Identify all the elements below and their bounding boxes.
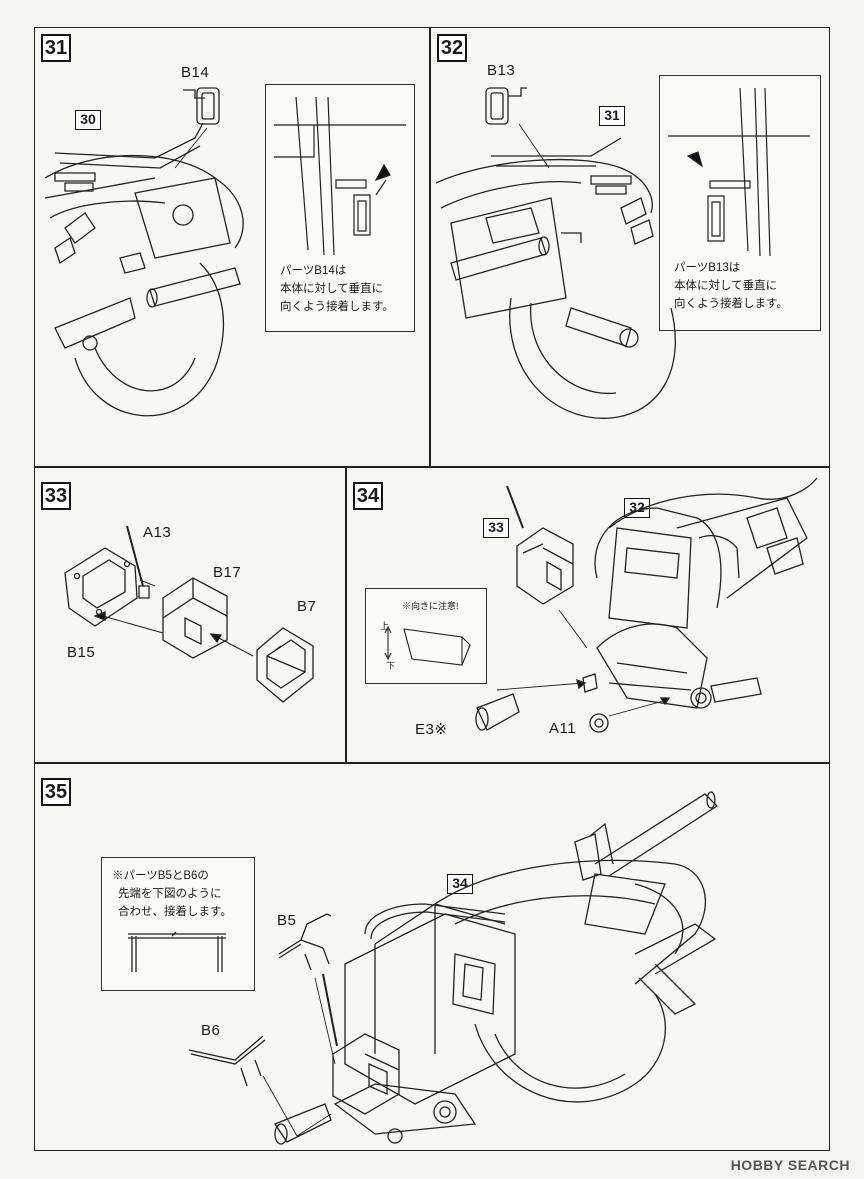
part-label-b17: B17 bbox=[213, 564, 242, 581]
motorcycle-rear-assembly-illustration bbox=[347, 468, 831, 764]
note-line-3: 向くよう接着します。 bbox=[674, 298, 788, 310]
step-31-panel: 31 30 B14 bbox=[34, 27, 430, 467]
motorcycle-full-assembly-illustration bbox=[35, 764, 831, 1152]
part-label-b14: B14 bbox=[181, 64, 210, 81]
down-label: 下 bbox=[386, 661, 396, 671]
part-label-a11: A11 bbox=[549, 720, 577, 737]
step-32-panel: 32 31 B13 パーツB13は 本体に対して垂直に 向くよう接着します。 bbox=[430, 27, 830, 467]
step-number: 32 bbox=[437, 34, 467, 62]
note-line-2: 本体に対して垂直に bbox=[280, 283, 384, 295]
note-line-3: 向くよう接着します。 bbox=[280, 301, 394, 313]
step-number: 33 bbox=[41, 482, 71, 510]
part-label-b15: B15 bbox=[67, 644, 96, 661]
assembly-note-box: ※パーツB5とB6の 先端を下図のように 合わせ、接着します。 bbox=[101, 857, 255, 991]
note-line-2: 先端を下図のように bbox=[118, 888, 222, 900]
reference-step-number: 30 bbox=[75, 110, 101, 130]
bar-join-diagram bbox=[102, 858, 256, 992]
watermark-text: HOBBY SEARCH bbox=[730, 1157, 850, 1173]
part-label-b13: B13 bbox=[487, 62, 516, 79]
orientation-note-box: ※向きに注意! 上 下 bbox=[365, 588, 487, 684]
inset-detail-box: パーツB14は 本体に対して垂直に 向くよう接着します。 bbox=[265, 84, 415, 332]
motorcycle-rear-illustration bbox=[431, 28, 831, 468]
step-number: 35 bbox=[41, 778, 71, 806]
step-34-panel: 34 32 33 E3※ A11 ※向きに注意! 上 下 bbox=[346, 467, 830, 763]
inset-mirror-detail bbox=[266, 85, 416, 255]
part-label-b7: B7 bbox=[297, 598, 317, 615]
part-label-b5: B5 bbox=[277, 912, 297, 929]
exploded-parts-illustration bbox=[35, 468, 347, 764]
orientation-note-title: ※向きに注意! bbox=[402, 601, 459, 611]
part-label-e3: E3※ bbox=[415, 721, 448, 738]
inset-mirror-detail bbox=[660, 76, 822, 256]
reference-step-number-sub: 33 bbox=[483, 518, 509, 538]
note-line-1: ※パーツB5とB6の bbox=[112, 870, 209, 882]
note-line-3: 合わせ、接着します。 bbox=[118, 906, 232, 918]
step-33-panel: 33 A13 B17 B7 B15 bbox=[34, 467, 346, 763]
reference-step-number: 34 bbox=[447, 874, 473, 894]
reference-step-number: 31 bbox=[599, 106, 625, 126]
step-number: 34 bbox=[353, 482, 383, 510]
step-number: 31 bbox=[41, 34, 71, 62]
watermark: HOBBY SEARCH bbox=[731, 1157, 850, 1173]
motorcycle-rear-illustration bbox=[35, 28, 431, 468]
part-label-a13: A13 bbox=[143, 524, 172, 541]
step-35-panel: 35 34 B5 B6 ※パーツB5とB6の 先端を下図のように 合わせ、接着し… bbox=[34, 763, 830, 1151]
inset-detail-box: パーツB13は 本体に対して垂直に 向くよう接着します。 bbox=[659, 75, 821, 331]
note-line-1: パーツB14は bbox=[280, 265, 347, 277]
orientation-diagram bbox=[366, 589, 488, 685]
part-label-b6: B6 bbox=[201, 1022, 221, 1039]
note-line-1: パーツB13は bbox=[674, 262, 741, 274]
note-line-2: 本体に対して垂直に bbox=[674, 280, 778, 292]
up-label: 上 bbox=[380, 621, 390, 631]
